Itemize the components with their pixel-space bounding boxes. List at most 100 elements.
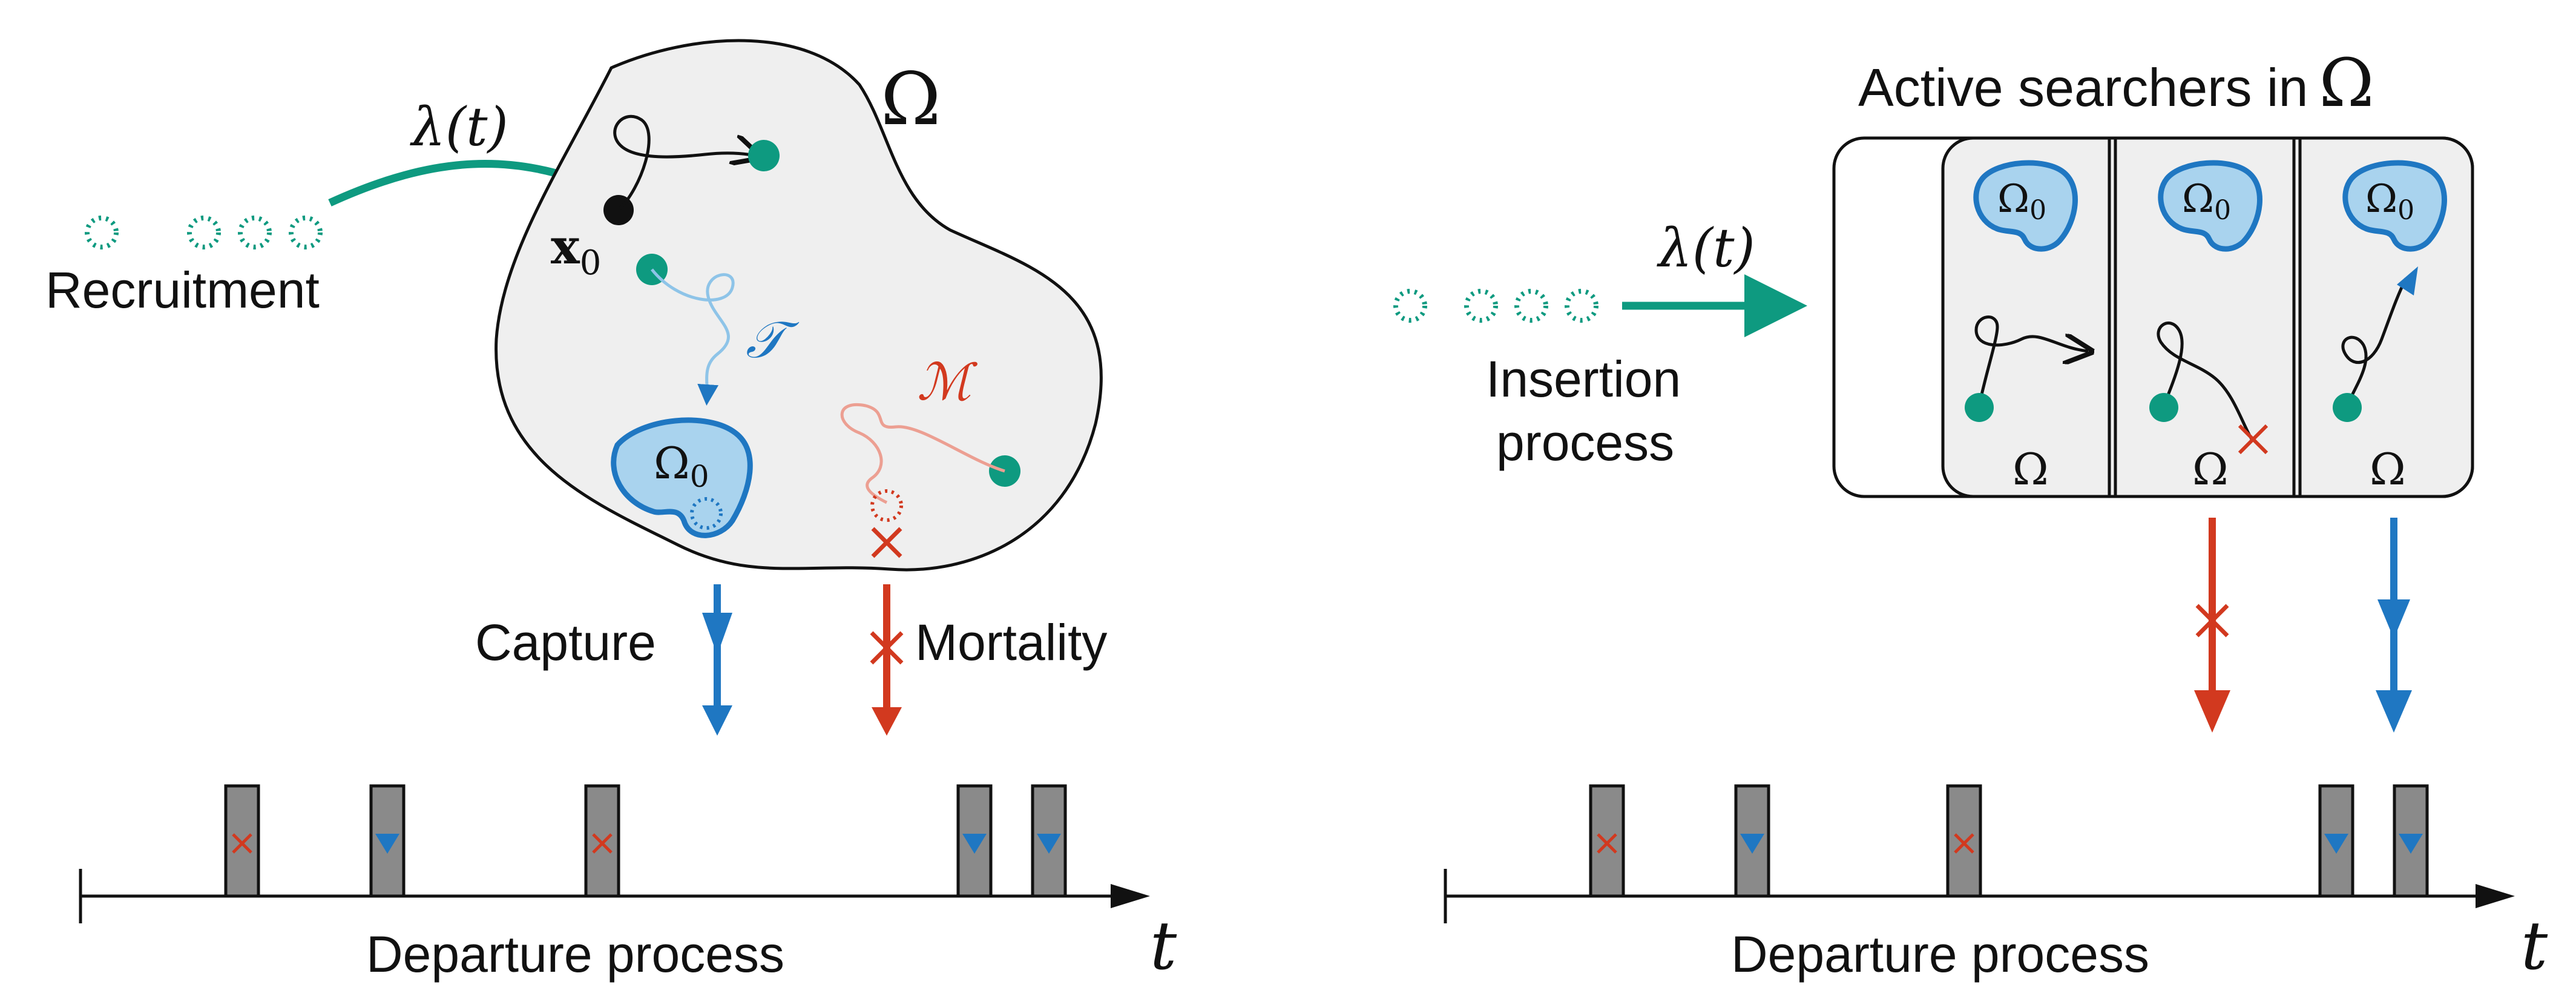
departure-event-mortality bbox=[584, 784, 620, 898]
queued-searcher bbox=[1565, 289, 1598, 323]
card-searcher-path bbox=[2341, 277, 2408, 406]
capture-arrow bbox=[702, 584, 732, 736]
left-panel: Recruitment λ(t) Ω x0 𝒯 Ω0 ℳ bbox=[45, 39, 1177, 984]
right-rate-label: λ(t) bbox=[1657, 217, 1755, 279]
card-target-omega0 bbox=[2342, 160, 2447, 252]
capture-triangle-icon bbox=[2324, 834, 2348, 854]
card-target-symbol: Ω bbox=[2365, 177, 2397, 222]
departure-event-capture bbox=[1031, 784, 1067, 898]
capture-label: Capture bbox=[475, 614, 656, 671]
target-omega0 bbox=[611, 417, 753, 538]
searcher-card-capture: Ω0 Ω bbox=[2333, 160, 2447, 495]
card-target-symbol: Ω bbox=[2182, 177, 2214, 222]
departure-event-capture bbox=[956, 784, 993, 898]
card-target-omega0 bbox=[2158, 160, 2262, 252]
mortality-cross-icon bbox=[232, 833, 252, 854]
left-rate-label: λ(t) bbox=[410, 96, 508, 158]
right-capture-arrow bbox=[2376, 518, 2412, 733]
fresh-searcher-path bbox=[613, 114, 757, 211]
mortality-time-label: ℳ bbox=[917, 352, 978, 412]
card-target-subscript: 0 bbox=[2029, 195, 2046, 226]
right-departure-events bbox=[1589, 784, 2429, 898]
dead-searcher bbox=[870, 489, 903, 522]
searcher-card-active: Ω0 Ω bbox=[1965, 160, 2088, 495]
fresh-searcher bbox=[748, 140, 780, 171]
card-target-label: Ω0 bbox=[2365, 177, 2414, 226]
domain-omega-label: Ω bbox=[881, 58, 941, 142]
left-departure-events bbox=[224, 784, 1067, 898]
death-cross-icon bbox=[871, 527, 902, 558]
card-death-cross-icon bbox=[2238, 424, 2269, 455]
card-target-symbol: Ω bbox=[1997, 177, 2029, 222]
queued-searcher bbox=[1464, 289, 1498, 323]
start-point-label: x0 bbox=[551, 218, 601, 283]
right-departure-label: Departure process bbox=[1731, 926, 2149, 983]
start-point-symbol: x bbox=[551, 218, 580, 275]
capture-triangle-icon bbox=[962, 834, 987, 854]
mortality-path bbox=[840, 403, 1005, 504]
recruitment-queue bbox=[85, 216, 323, 249]
card-domain-label: Ω bbox=[2370, 444, 2406, 495]
left-timeline bbox=[79, 784, 1150, 923]
queued-searcher bbox=[289, 216, 323, 249]
departure-bar bbox=[1946, 784, 1982, 898]
queued-searcher bbox=[187, 216, 221, 249]
left-axis-variable: t bbox=[1150, 907, 1177, 984]
capture-triangle-icon bbox=[1037, 834, 1061, 854]
card-target-omega0 bbox=[1973, 160, 2078, 252]
capture-path bbox=[651, 268, 735, 406]
card-searcher bbox=[2333, 393, 2362, 422]
right-axis-variable: t bbox=[2521, 907, 2548, 984]
departure-event-mortality bbox=[1946, 784, 1982, 898]
card-domain-label: Ω bbox=[2192, 444, 2229, 495]
target-symbol: Ω bbox=[654, 438, 690, 489]
left-departure-label: Departure process bbox=[366, 926, 784, 983]
departure-bar bbox=[224, 784, 260, 898]
card-target-label: Ω0 bbox=[1997, 177, 2046, 226]
card-target-subscript: 0 bbox=[2214, 195, 2231, 226]
right-time-axis-arrowhead bbox=[2476, 884, 2515, 908]
departure-event-mortality bbox=[1589, 784, 1625, 898]
insertion-queue bbox=[1393, 289, 1598, 323]
card-searcher bbox=[1965, 393, 1994, 422]
card-target-subscript: 0 bbox=[2397, 195, 2414, 226]
mortality-arrow bbox=[870, 584, 904, 736]
departure-event-capture bbox=[2318, 784, 2354, 898]
active-searchers-text: Active searchers in bbox=[1858, 58, 2308, 117]
card-capture-arrowhead bbox=[2397, 266, 2418, 295]
right-timeline bbox=[1444, 784, 2515, 923]
mortality-cross-icon bbox=[1954, 833, 1974, 854]
queued-searcher bbox=[238, 216, 272, 249]
departure-event-mortality bbox=[224, 784, 260, 898]
mortality-cross-icon bbox=[592, 833, 613, 854]
queued-searcher bbox=[1393, 289, 1427, 323]
insertion-label-line2: process bbox=[1496, 414, 1674, 471]
capture-triangle-icon bbox=[2399, 834, 2423, 854]
captured-searcher bbox=[690, 497, 723, 530]
right-mortality-arrow bbox=[2194, 518, 2230, 733]
queued-searcher bbox=[85, 216, 119, 249]
insertion-label-line1: Insertion bbox=[1486, 351, 1681, 407]
departure-event-capture bbox=[1734, 784, 1770, 898]
recruitment-label: Recruitment bbox=[45, 262, 320, 318]
target-subscript: 0 bbox=[690, 459, 709, 494]
mortality-cross-icon bbox=[1597, 833, 1617, 854]
departure-bar bbox=[584, 784, 620, 898]
queued-searcher bbox=[1514, 289, 1548, 323]
card-domain-label: Ω bbox=[2012, 444, 2049, 495]
target-omega0-label: Ω0 bbox=[654, 438, 709, 494]
searcher-card-mortality: Ω0 Ω bbox=[2149, 160, 2269, 495]
card-searcher bbox=[2149, 393, 2178, 422]
left-time-axis-arrowhead bbox=[1111, 884, 1150, 908]
card-searcher-path bbox=[2157, 322, 2253, 440]
active-searchers-omega: Ω bbox=[2319, 44, 2374, 122]
capture-triangle-icon bbox=[375, 834, 399, 854]
departure-event-capture bbox=[369, 784, 406, 898]
card-searcher-path bbox=[1974, 315, 2088, 406]
departure-event-capture bbox=[2393, 784, 2429, 898]
start-point-subscript: 0 bbox=[580, 243, 602, 283]
departure-bar bbox=[2393, 784, 2429, 898]
